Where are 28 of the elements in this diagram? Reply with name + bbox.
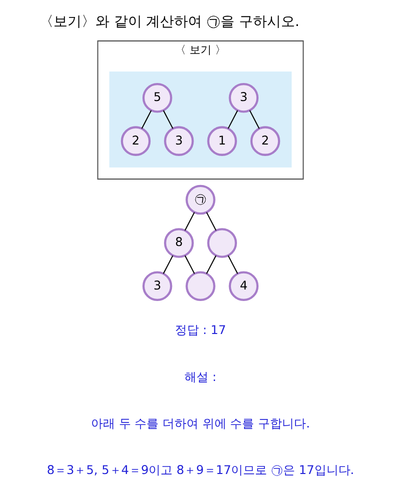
node-circle (206, 228, 236, 258)
label: 8＝3＋5, 5＋4＝9이고 8＋9＝17이므로 ㉠은 17입니다. (46, 463, 354, 478)
node-circle (185, 271, 215, 302)
node-circle: 3 (164, 126, 194, 156)
label: 아래 두 수를 더하여 위에 수를 구합니다. (90, 416, 310, 430)
label: 정답 : 17 (174, 323, 226, 338)
connector (140, 110, 152, 129)
node-circle: 3 (142, 271, 172, 302)
label: 해설 : (184, 370, 216, 384)
node-circle: 8 (164, 228, 194, 258)
diagram-title: 〈보기〉와 같이 계산하여 ㉠을 구하시오. (38, 14, 299, 30)
node-circle: ㉠ (185, 184, 215, 215)
connector (206, 212, 216, 231)
connector (162, 110, 173, 129)
connector (248, 110, 260, 129)
connector (206, 255, 216, 274)
node-circle: 5 (142, 83, 172, 113)
node-circle: 2 (120, 126, 150, 156)
connector (227, 110, 238, 129)
node-circle: 4 (228, 271, 258, 302)
connector (227, 255, 238, 274)
connector (162, 255, 173, 274)
node-circle: 1 (206, 126, 236, 156)
cluster (108, 71, 292, 168)
node-circle: 3 (228, 83, 258, 113)
connector (184, 255, 194, 274)
node-circle: 2 (250, 126, 280, 156)
connector (184, 212, 194, 231)
